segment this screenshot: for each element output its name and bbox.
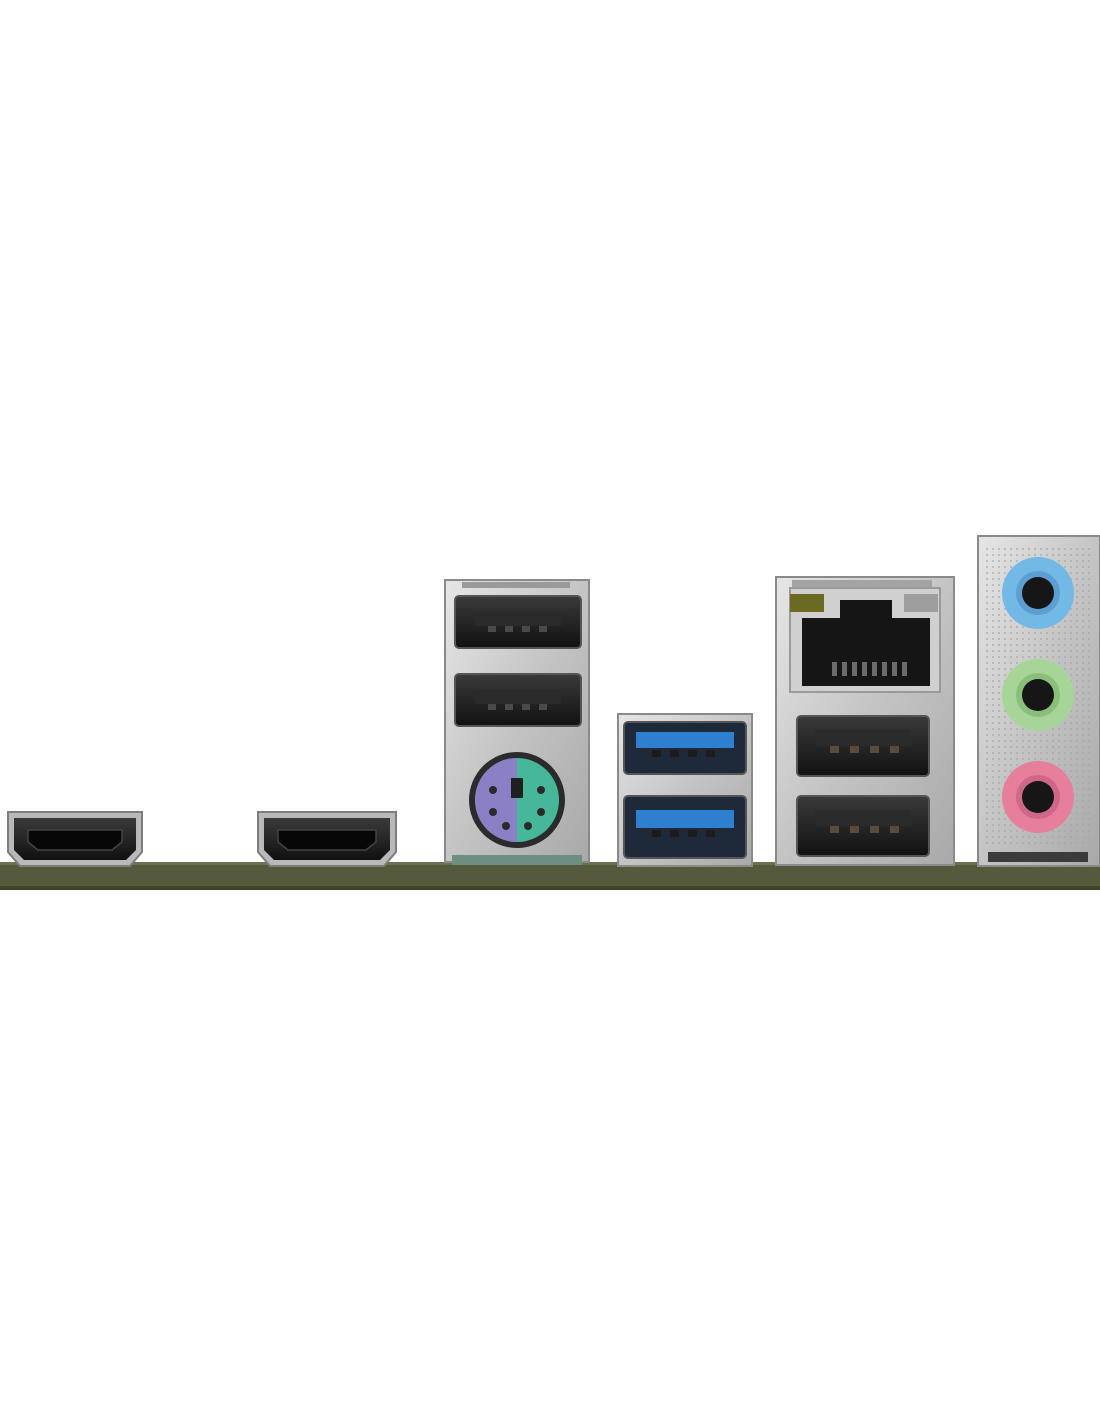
audio-jack-icon	[1022, 781, 1054, 813]
usb-port[interactable]	[796, 795, 930, 857]
hdmi-icon	[27, 829, 123, 851]
usb2-port[interactable]	[454, 595, 582, 649]
usb-icon	[830, 826, 899, 833]
hdmi-icon	[277, 829, 377, 851]
audio-mic-in-jack[interactable]	[1002, 761, 1074, 833]
audio-jack-icon	[1022, 679, 1054, 711]
lan-activity-led	[790, 594, 824, 612]
usb-icon	[652, 830, 715, 837]
usb3-port[interactable]	[623, 795, 747, 859]
usb-port[interactable]	[796, 715, 930, 777]
pcb-board	[0, 862, 1100, 890]
hdmi-port[interactable]	[257, 811, 397, 867]
usb-icon	[652, 750, 715, 757]
rj45-lan-port[interactable]	[789, 587, 941, 693]
usb-icon	[488, 704, 547, 710]
audio-line-out-jack[interactable]	[1002, 659, 1074, 731]
ps2-combo-port[interactable]	[469, 752, 565, 848]
audio-jack-icon	[1022, 577, 1054, 609]
lan-link-led	[904, 594, 938, 612]
usb3-port[interactable]	[623, 721, 747, 775]
audio-line-in-jack[interactable]	[1002, 557, 1074, 629]
hdmi-port[interactable]	[7, 811, 143, 867]
ps2-icon	[489, 786, 545, 830]
usb2-port[interactable]	[454, 673, 582, 727]
usb-icon	[830, 746, 899, 753]
usb-icon	[488, 626, 547, 632]
